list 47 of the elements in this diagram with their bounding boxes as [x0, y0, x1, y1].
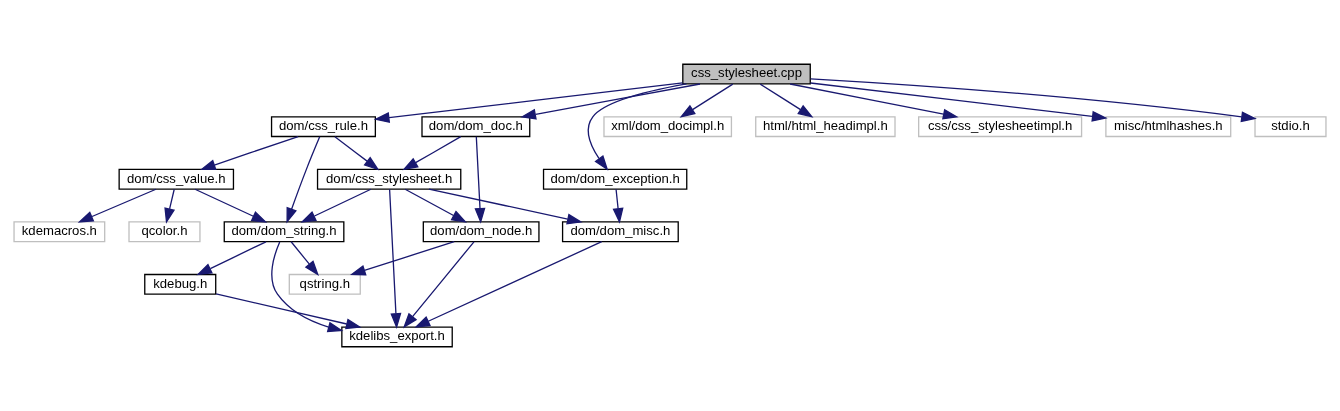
arrow [300, 188, 372, 223]
arrow [809, 82, 1108, 122]
node-box: dom/css_stylesheet.h [316, 168, 462, 190]
arrow [612, 188, 624, 224]
node-box: css/css_stylesheetimpl.h [918, 116, 1083, 138]
arrow [402, 241, 475, 329]
arrow [414, 241, 603, 328]
node-box: css_stylesheet.cpp [682, 63, 811, 85]
node-box: kdelibs_export.h [341, 326, 453, 348]
arrow [164, 188, 176, 224]
arrow [404, 188, 468, 223]
arrow [587, 83, 688, 171]
arrow [520, 83, 701, 120]
node-box: dom/css_rule.h [270, 116, 376, 138]
node-box: kdebug.h [144, 273, 217, 295]
node-box: qstring.h [288, 273, 361, 295]
arrow [215, 293, 362, 330]
arrow [77, 188, 157, 223]
arrow [789, 83, 959, 120]
node-box: misc/htmlhashes.h [1105, 116, 1232, 138]
node-box: stdio.h [1254, 116, 1327, 138]
arrow [373, 82, 684, 124]
arrow [334, 136, 380, 171]
node-box: dom/dom_misc.h [561, 221, 679, 243]
node-box: qcolor.h [128, 221, 201, 243]
node-box: xml/dom_docimpl.h [603, 116, 733, 138]
arrow [759, 83, 814, 118]
node-box: dom/dom_exception.h [542, 168, 688, 190]
node-box: html/html_headimpl.h [755, 116, 896, 138]
arrow [196, 241, 267, 276]
node-box: dom/dom_doc.h [421, 116, 531, 138]
arrow [679, 83, 734, 118]
node-box: kdemacros.h [13, 221, 106, 243]
arrow [286, 136, 321, 224]
arrow [271, 241, 344, 333]
arrow [810, 78, 1257, 123]
node-box: dom/dom_node.h [422, 221, 540, 243]
arrow [349, 241, 455, 276]
node-box: dom/css_value.h [118, 168, 235, 190]
arrow [194, 188, 268, 223]
arrow [199, 135, 299, 171]
arrow [388, 188, 402, 329]
arrow [428, 188, 583, 225]
arrow [402, 136, 462, 171]
arrow [474, 136, 486, 224]
arrow [290, 241, 319, 276]
node-box: dom/dom_string.h [223, 221, 345, 243]
